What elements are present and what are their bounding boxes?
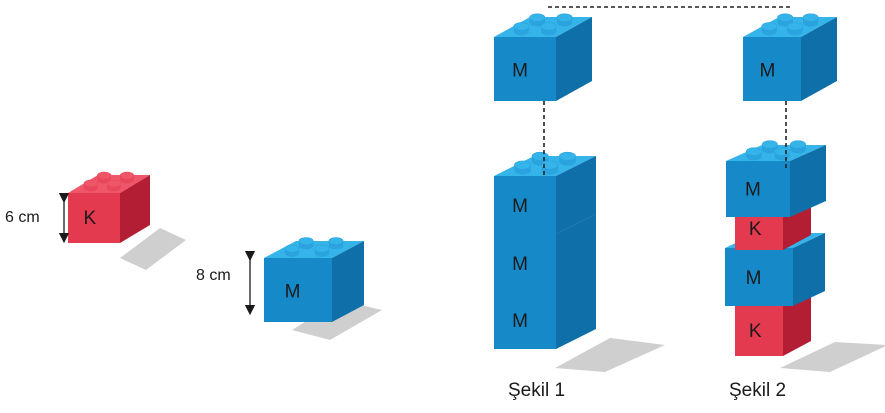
fig1-m-floating-front-face: [494, 37, 556, 101]
fig2-k-bottom-front-face: [735, 306, 783, 356]
fig2-m-top-letter: M: [745, 180, 761, 201]
fig2-m-top-stud: [774, 147, 791, 161]
dashed-connectors: [543, 6, 790, 176]
fig2-m-top-side-face: [790, 145, 826, 217]
fig2-m-floating-stud: [802, 13, 819, 27]
figure2-shadow: [780, 342, 885, 372]
m-brick-stud: [328, 237, 344, 250]
fig2-k-bottom-side-face: [783, 291, 811, 356]
fig1-m-floating-stud: [540, 22, 557, 36]
fig1-m-middle-letter: M: [512, 254, 528, 275]
k-brick-shadow: [120, 228, 186, 270]
fig2-m-top-stud: [746, 147, 762, 161]
figure1-caption: Şekil 1: [508, 380, 565, 401]
fig1-m-bottom-side-face: [556, 271, 596, 349]
fig2-m-lower-side-face: [793, 233, 825, 306]
k-brick-side-face: [120, 175, 150, 243]
fig1-m-top-stud: [514, 160, 532, 175]
figure2-caption: Şekil 2: [729, 380, 786, 401]
fig2-m-top-stud: [761, 140, 778, 154]
k-brick: K: [68, 171, 150, 243]
k-brick-letter: K: [83, 208, 96, 229]
shadows-layer: [120, 228, 885, 372]
m-height-label: 8 cm: [196, 267, 231, 284]
fig1-m-floating-stud: [529, 13, 546, 27]
fig1-m-floating-stud: [513, 22, 530, 36]
m-brick-front-face: [264, 258, 332, 322]
m-brick-stud: [298, 237, 314, 250]
fig2-m-top-front-face: [726, 161, 790, 217]
k-brick-stud: [83, 179, 99, 192]
fig1-m-middle-side-face: [556, 214, 596, 292]
fig1-m-bottom-letter: M: [512, 311, 528, 332]
fig1-m-top-front-face: [494, 176, 556, 234]
fig2-k-bottom-letter: K: [749, 321, 762, 342]
fig1-m-top-stud: [558, 151, 576, 166]
fig1-m-middle-front-face: [494, 234, 556, 292]
fig1-m-floating: M: [494, 13, 592, 101]
fig2-k-upper-front-face: [735, 210, 783, 250]
fig2-m-floating-letter: M: [759, 61, 775, 82]
k-brick-stud: [106, 179, 122, 192]
fig1-m-top: M: [494, 151, 596, 234]
fig1-m-floating-side-face: [556, 17, 592, 101]
fig1-m-top-side-face: [556, 156, 596, 234]
fig2-m-floating-stud: [786, 22, 803, 36]
fig2-m-top: M: [726, 140, 826, 217]
fig2-m-top-stud: [790, 140, 806, 154]
m-brick-side-face: [332, 241, 364, 322]
fig2-m-floating-side-face: [801, 17, 837, 101]
fig2-m-lower-letter: M: [746, 268, 762, 289]
fig2-m-floating-stud: [761, 22, 778, 36]
fig2-m-floating: M: [743, 13, 837, 101]
m-brick: M: [264, 237, 364, 322]
fig1-m-floating-letter: M: [512, 61, 528, 82]
m-brick-stud: [284, 244, 300, 257]
fig2-k-upper-letter: K: [749, 219, 762, 240]
k-height-dimension: 6 cm: [5, 192, 70, 244]
fig2-m-lower-front-face: [725, 248, 793, 306]
fig1-m-bottom-front-face: [494, 291, 556, 349]
figure1-shadow: [555, 338, 665, 372]
k-brick-front-face: [68, 193, 120, 243]
k-height-label: 6 cm: [5, 209, 40, 226]
fig2-m-floating-front-face: [743, 37, 801, 101]
k-brick-stud: [119, 171, 135, 184]
m-brick-stud: [314, 244, 330, 257]
m-brick-shadow: [292, 300, 382, 340]
m-brick-letter: M: [285, 282, 301, 303]
fig1-m-top-stud: [541, 160, 559, 175]
fig1-m-top-letter: M: [512, 196, 528, 217]
m-height-dimension: 8 cm: [196, 250, 256, 316]
fig1-m-floating-stud: [556, 13, 573, 27]
